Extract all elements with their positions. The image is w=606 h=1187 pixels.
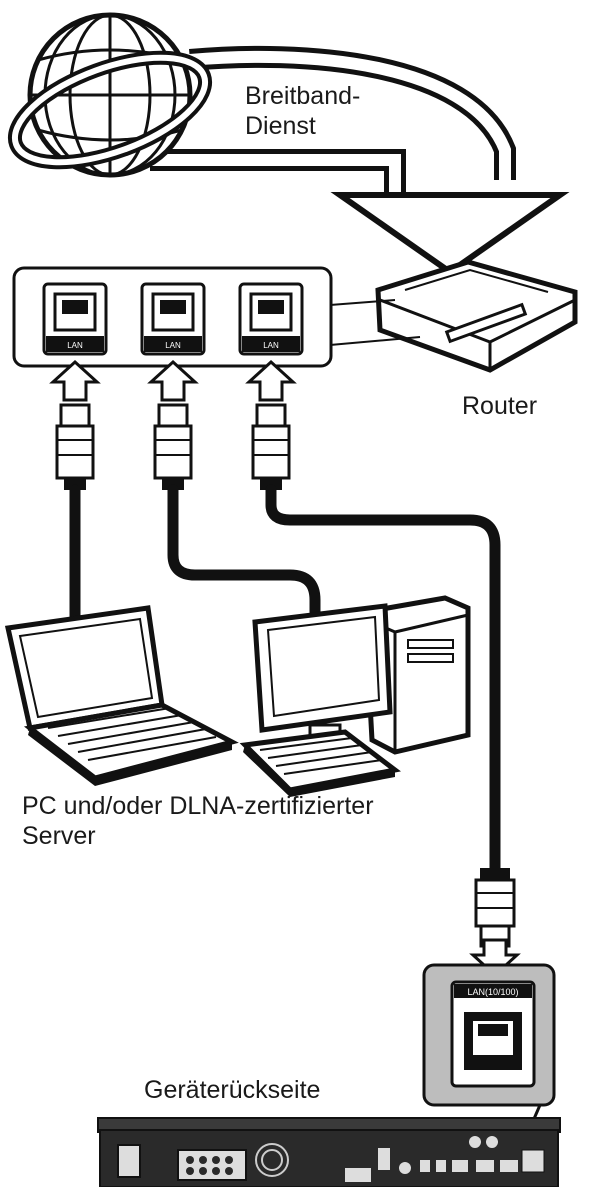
cable-to-device — [265, 484, 501, 874]
device-port-label: LAN(10/100) — [467, 987, 518, 997]
router-port-2-label: LAN — [165, 341, 181, 350]
ethernet-plug-icon — [474, 868, 516, 948]
ethernet-plug-icon — [251, 403, 291, 490]
device-lan-panel: LAN(10/100) — [422, 963, 556, 1107]
ethernet-cables — [69, 484, 501, 874]
router-icon — [375, 259, 578, 373]
ethernet-plug-icon — [153, 403, 193, 490]
globe-icon — [7, 12, 570, 276]
desktop-pc-icon — [239, 595, 471, 797]
arrow-down-icon — [469, 938, 521, 978]
broadband-label-line1: Breitband- — [245, 82, 361, 110]
router-lan-port-2: LAN — [140, 282, 206, 356]
router-lan-port-3: LAN — [238, 282, 304, 356]
plug-in-arrows — [49, 359, 297, 402]
server-label-line2: Server — [22, 822, 96, 850]
arrow-up-icon — [49, 359, 101, 402]
arrow-up-icon — [245, 359, 297, 402]
router-port-3-label: LAN — [263, 341, 279, 350]
cable-to-desktop — [167, 484, 321, 618]
server-label-line1: PC und/oder DLNA-zertifizierter — [22, 792, 374, 820]
router-lan-panel: LAN LAN LAN — [12, 266, 333, 368]
rear-panel-device-icon — [97, 1117, 561, 1187]
laptop-icon — [4, 605, 239, 786]
router-lan-port-1: LAN — [42, 282, 108, 356]
broadband-label-line2: Dienst — [245, 112, 316, 140]
device-back-label: Geräterückseite — [144, 1076, 321, 1104]
internet-arrow-head — [330, 192, 570, 276]
internet-arrow-band-inner — [189, 50, 511, 180]
arrow-up-icon — [147, 359, 199, 402]
ethernet-plug-icon — [55, 403, 95, 490]
router-label: Router — [462, 392, 538, 420]
router-port-1-label: LAN — [67, 341, 83, 350]
